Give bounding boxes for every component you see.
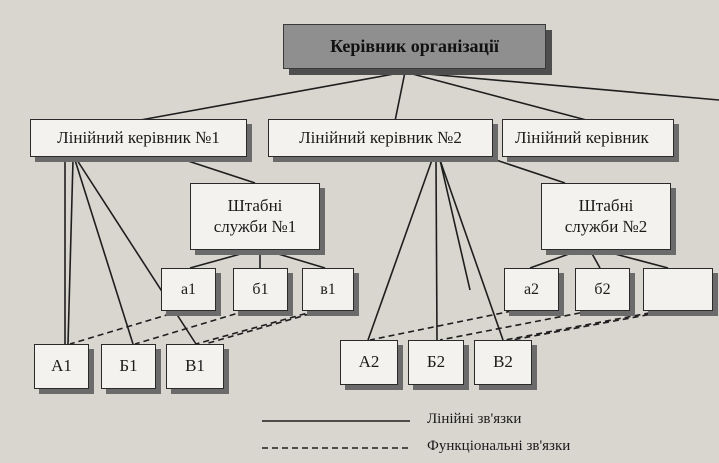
staff-service-2-box: Штабні служби №2 xyxy=(541,183,671,250)
line-unit-a2-box: А2 xyxy=(340,340,398,385)
line-lm1-to-v1 xyxy=(76,159,197,345)
line-lm2-to-left xyxy=(439,159,471,291)
legend-functional-label: Функціональні зв'язки xyxy=(427,438,571,454)
line-lm1-to-b1 xyxy=(74,159,134,345)
staff-unit-a2-box: а2 xyxy=(504,268,559,311)
staff-service-2-line2: служби №2 xyxy=(564,216,648,236)
line-unit-a1-label: А1 xyxy=(51,356,72,376)
line-lm2-to-staff2 xyxy=(495,159,566,184)
dash-v1-to-units-2 xyxy=(204,310,321,345)
dash-b2-to-units xyxy=(439,310,591,341)
line-top-to-lm3 xyxy=(404,71,591,122)
staff-unit-c2-box xyxy=(643,268,713,311)
staff-service-2-line1: Штабні xyxy=(578,196,634,216)
line-staff2-a2 xyxy=(529,249,581,269)
dash-b1-to-units xyxy=(134,310,246,345)
staff-unit-a1-box: а1 xyxy=(161,268,216,311)
line-manager-2-box: Лінійний керівник №2 xyxy=(268,119,493,157)
staff-unit-b1-box: б1 xyxy=(233,268,288,311)
line-unit-b1-label: Б1 xyxy=(119,356,138,376)
line-unit-v1-box: В1 xyxy=(166,344,224,389)
staff-unit-b2-label: б2 xyxy=(594,280,611,298)
line-top-to-right-edge xyxy=(404,71,719,101)
line-lm1-to-staff1 xyxy=(184,159,256,184)
line-lm1-to-a1 xyxy=(67,159,74,345)
staff-unit-a1-label: а1 xyxy=(180,280,197,298)
line-unit-b2-label: Б2 xyxy=(426,352,446,372)
line-staff1-a1 xyxy=(189,249,256,269)
staff-unit-v1-label: в1 xyxy=(320,280,336,298)
line-manager-3-label: Лінійний керівник xyxy=(515,127,649,147)
top-manager-box: Керівник організації xyxy=(283,24,546,69)
line-unit-b2-box: Б2 xyxy=(408,340,464,385)
dash-v1-to-units xyxy=(195,310,316,345)
line-top-to-lm2 xyxy=(394,71,406,122)
staff-service-1-box: Штабні служби №1 xyxy=(190,183,320,250)
dash-c2-to-units xyxy=(504,310,661,341)
line-manager-2-label: Лінійний керівник №2 xyxy=(299,127,462,147)
staff-service-1-line2: служби №1 xyxy=(213,216,297,236)
line-manager-1-label: Лінійний керівник №1 xyxy=(57,127,220,147)
line-staff1-v1 xyxy=(264,249,326,269)
line-unit-v2-box: В2 xyxy=(474,340,532,385)
legend-linear-label: Лінійні зв'язки xyxy=(427,411,522,427)
line-lm2-to-a2 xyxy=(367,159,433,341)
line-lm2-to-b2 xyxy=(435,159,438,341)
line-staff2-c2 xyxy=(599,249,669,269)
line-lm2-to-v2 xyxy=(439,159,504,341)
staff-unit-b1-label: б1 xyxy=(252,280,269,298)
staff-unit-a2-label: а2 xyxy=(523,280,540,298)
top-manager-label: Керівник організації xyxy=(330,35,499,56)
line-staff2-b2 xyxy=(589,249,601,269)
line-manager-3-box: Лінійний керівник xyxy=(502,119,674,157)
staff-unit-b2-box: б2 xyxy=(575,268,630,311)
staff-service-1-line1: Штабні xyxy=(227,196,283,216)
line-unit-v2-label: В2 xyxy=(493,352,513,372)
line-unit-a1-box: А1 xyxy=(34,344,89,389)
dash-c2-to-units-2 xyxy=(511,310,669,341)
dash-a1-to-units xyxy=(69,310,181,345)
dash-a2-to-units xyxy=(369,310,513,341)
line-manager-1-box: Лінійний керівник №1 xyxy=(30,119,247,157)
line-unit-b1-box: Б1 xyxy=(101,344,156,389)
line-top-to-lm1 xyxy=(134,71,406,122)
line-unit-v1-label: В1 xyxy=(185,356,205,376)
line-unit-a2-label: А2 xyxy=(358,352,380,372)
staff-unit-v1-box: в1 xyxy=(302,268,354,311)
